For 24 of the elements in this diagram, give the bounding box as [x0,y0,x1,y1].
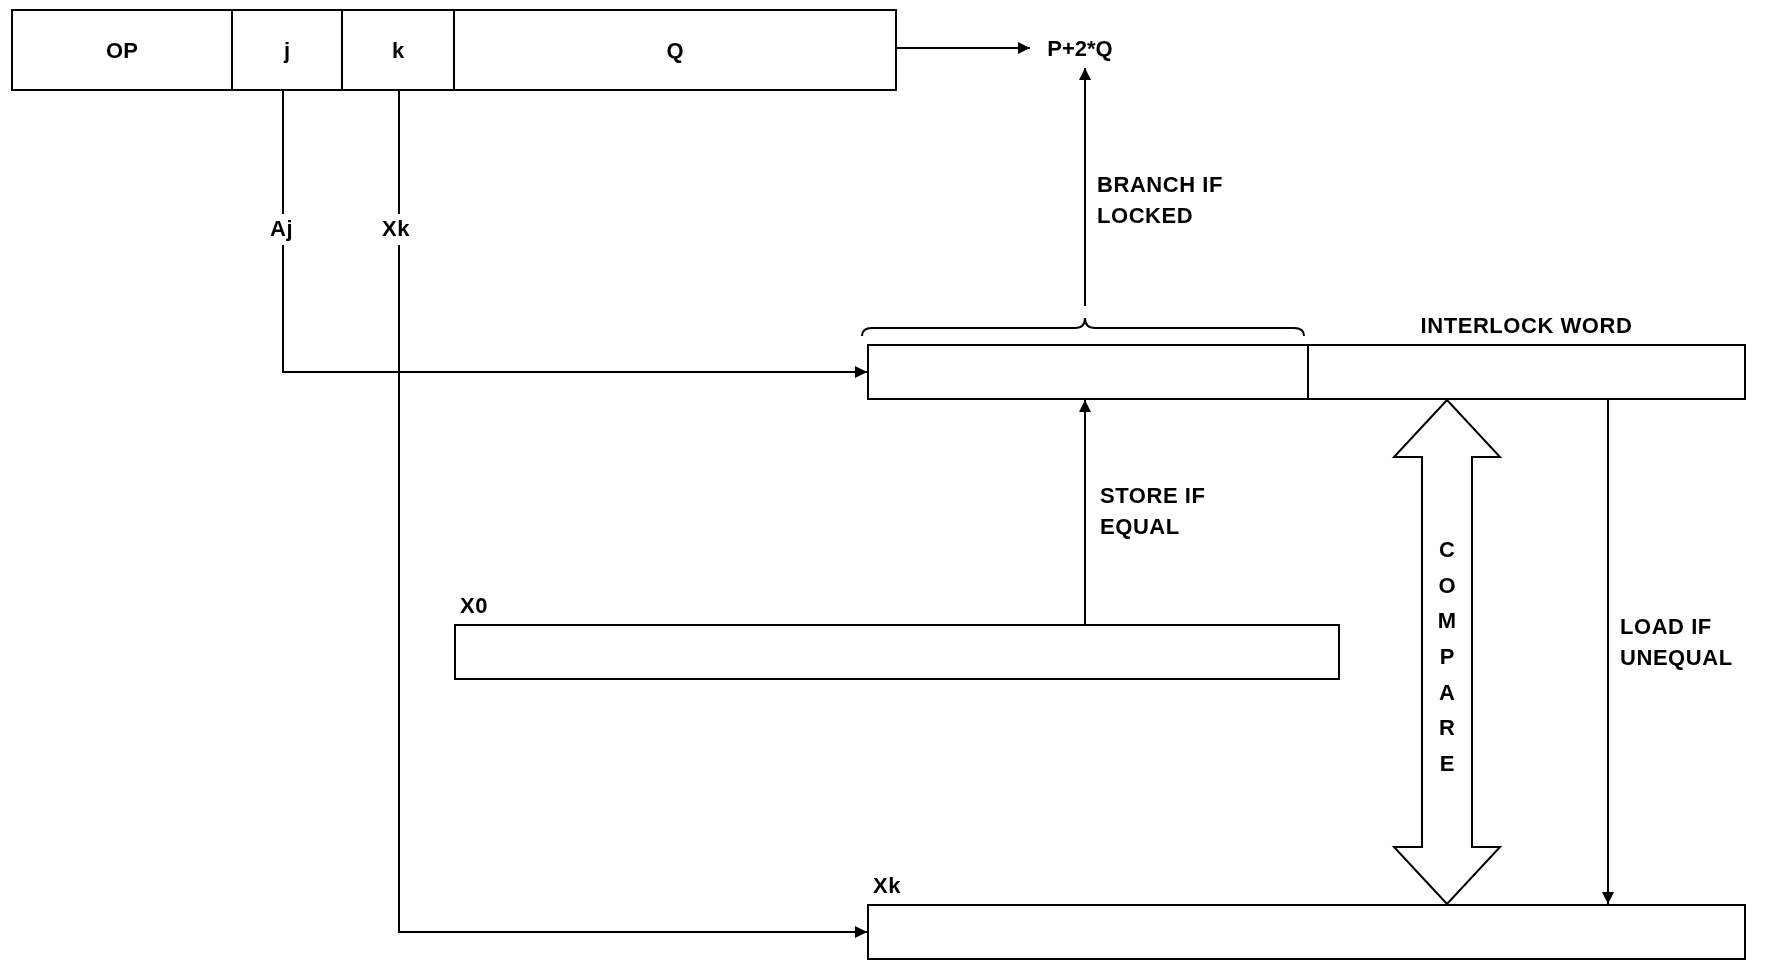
register-label: INTERLOCK WORD [1420,312,1633,340]
field-label: OP [106,36,138,65]
arrow [1079,67,1091,307]
instruction-field [231,9,343,91]
instruction-field [11,9,233,91]
register-label: Xk [873,872,901,900]
double-arrow [1391,398,1503,906]
arrow [282,90,868,378]
edge-label: COMPARE [1436,536,1458,778]
edge-label: BRANCH IF LOCKED [1097,171,1224,230]
register-label: X0 [460,592,488,620]
edge-label: STORE IF EQUAL [1100,482,1207,541]
arrow [1602,399,1614,905]
field-label: j [283,36,291,65]
register-box [867,344,1309,400]
arrow [896,42,1031,54]
instruction-field [453,9,897,91]
edge-label: LOAD IF UNEQUAL [1620,613,1734,672]
instruction-field [341,9,455,91]
field-label: Q [666,36,684,65]
arrow [1079,399,1091,625]
arrow [398,90,868,938]
field-label: k [391,36,405,65]
address-text: P+2*Q [1047,34,1113,63]
